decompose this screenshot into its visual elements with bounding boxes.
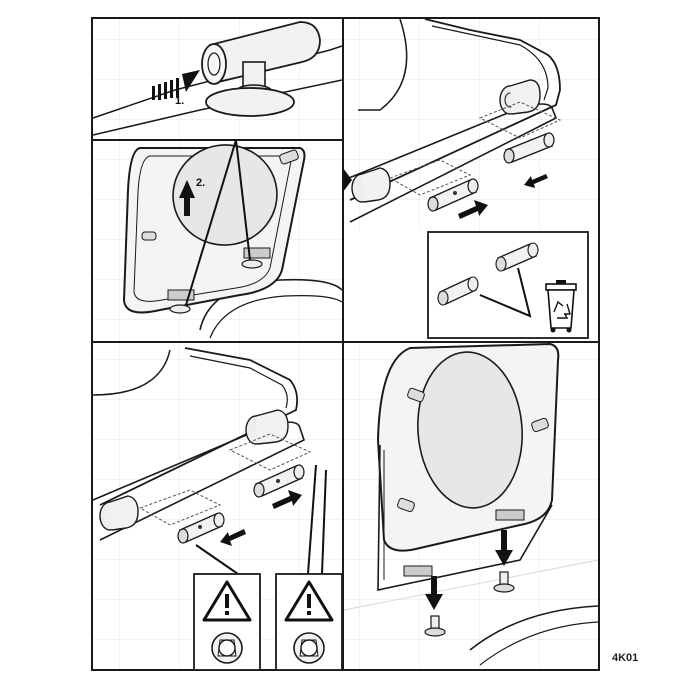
step-wedge — [343, 168, 352, 192]
arrow-icon — [425, 530, 513, 610]
arrow-icon — [220, 490, 302, 546]
step2-label: 2. — [196, 177, 205, 189]
hinge-pin — [177, 512, 225, 544]
panel-press-release: 1. — [92, 19, 343, 139]
warning-triangle-icon — [284, 580, 334, 622]
hinge-pin — [253, 464, 305, 498]
hinge-pin — [437, 276, 479, 306]
arrow-icon — [458, 174, 548, 219]
seat-opening — [417, 351, 523, 509]
pin-end-view — [211, 632, 243, 664]
seat-opening — [172, 144, 278, 246]
diagram-frame — [91, 17, 600, 671]
panel-mount-seat — [343, 342, 599, 669]
diagram-code: 4K01 — [612, 652, 639, 664]
pin-end-view — [293, 632, 325, 664]
step1-label: 1. — [175, 95, 184, 107]
arrow-icon — [152, 70, 200, 100]
arrow-icon — [179, 180, 195, 216]
hinge-pin — [503, 132, 555, 164]
mounting-post — [493, 571, 515, 593]
mounting-post — [424, 615, 446, 637]
hinge-pin — [427, 178, 479, 212]
panel-insert-pins — [92, 343, 343, 671]
panel-remove-hinges — [343, 18, 598, 339]
recycle-bin-icon — [545, 280, 577, 333]
panel-lift-seat: 2. — [93, 139, 343, 341]
warning-triangle-icon — [202, 580, 252, 622]
hinge-pin — [495, 242, 539, 272]
